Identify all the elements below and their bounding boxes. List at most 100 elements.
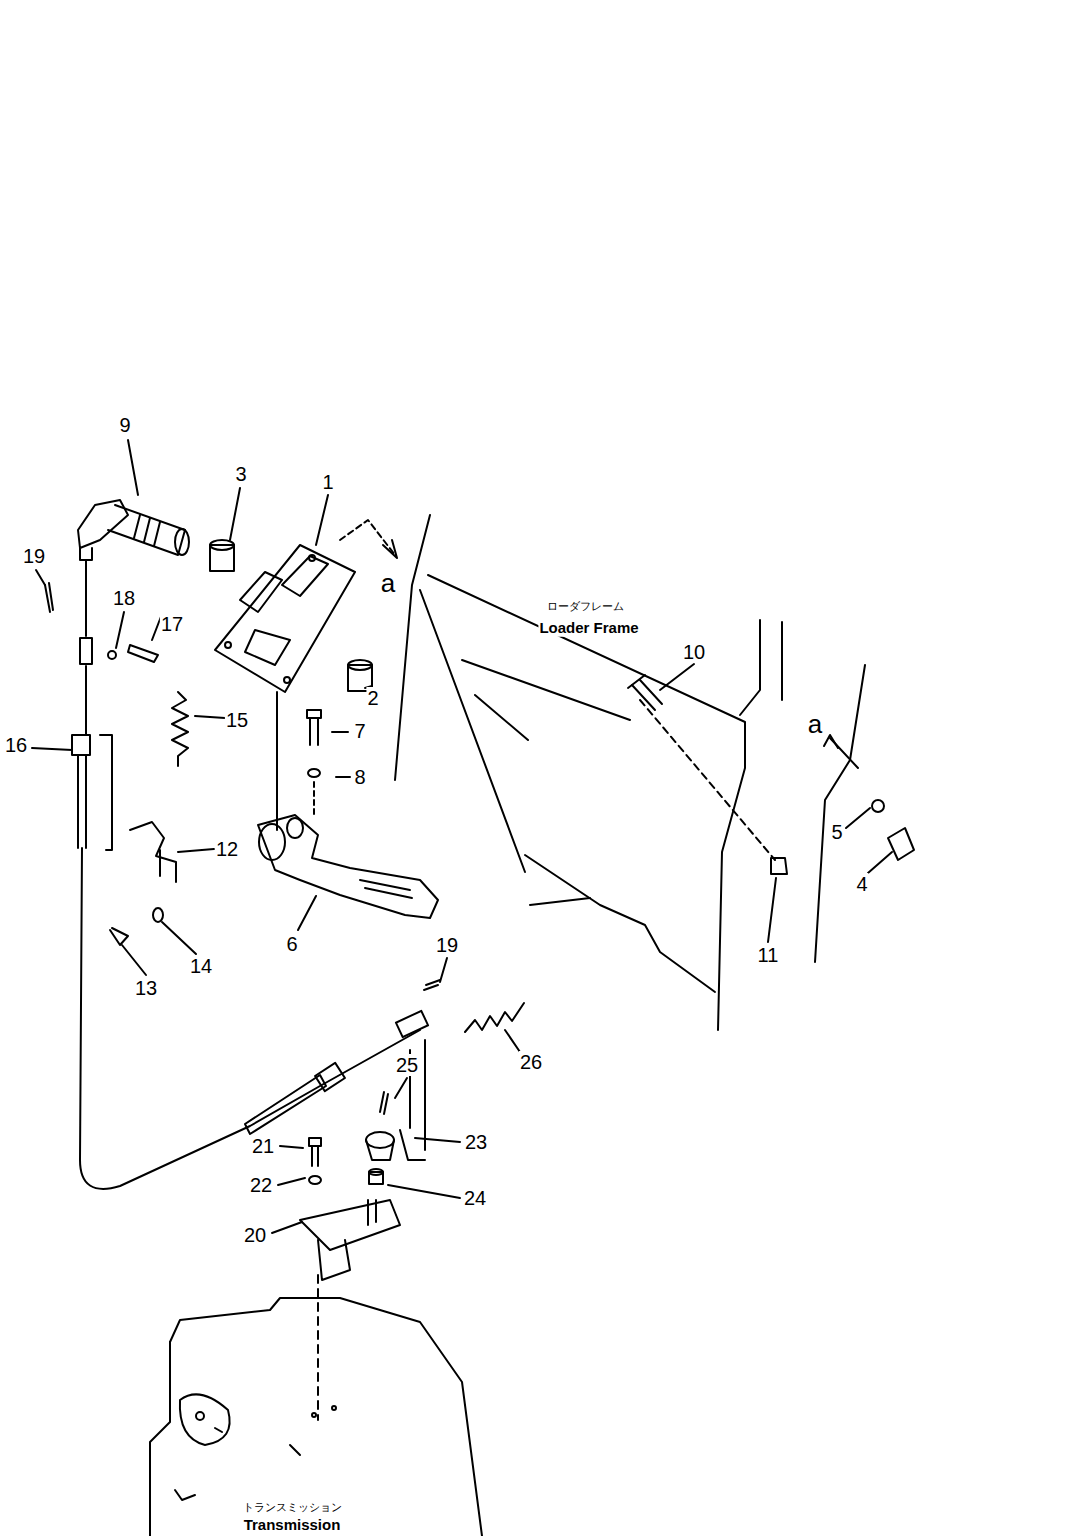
- callout-number: 2: [366, 687, 379, 709]
- pedal-bracket: [215, 545, 355, 692]
- lever-knob: [108, 505, 185, 555]
- mounting-bracket: [317, 1275, 319, 1420]
- callout-number: 17: [160, 613, 184, 635]
- callout-number: 5: [830, 821, 843, 843]
- leader-lines: [298, 896, 316, 930]
- callout-number: 8: [353, 766, 366, 788]
- linkage: [100, 735, 112, 850]
- leader-lines: [332, 731, 348, 733]
- loader-frame: [530, 898, 590, 905]
- linkage: [80, 848, 420, 1189]
- transmission: [196, 1412, 204, 1420]
- leader-lines: [128, 440, 138, 495]
- bushing: [210, 540, 234, 550]
- loader-frame: [740, 620, 760, 715]
- linkage: [85, 666, 87, 735]
- linkage: [78, 755, 86, 848]
- callout-number: 16: [4, 734, 28, 756]
- mounting-bracket: [309, 1176, 321, 1184]
- mounting-bracket: [309, 1138, 321, 1146]
- callout-number: 10: [682, 641, 706, 663]
- linkage: [45, 583, 420, 1189]
- linkage: [108, 651, 116, 659]
- loader-frame: [395, 515, 865, 1030]
- pedal-bracket: [284, 677, 290, 683]
- callout-number: 13: [134, 977, 158, 999]
- frame-fasteners: [771, 858, 787, 874]
- mounting-bracket: [300, 1200, 400, 1250]
- leader-lines: [280, 1146, 303, 1148]
- callout-number: 26: [519, 1051, 543, 1073]
- frame-fasteners: [872, 800, 884, 812]
- leader-lines: [278, 1178, 305, 1185]
- lever-knob: [175, 529, 189, 555]
- leader-lines: [178, 849, 214, 852]
- part-name: Loader Frame: [538, 620, 639, 637]
- linkage: [172, 692, 188, 766]
- mounting-bracket: [312, 1146, 318, 1166]
- cable-end: [400, 1130, 425, 1160]
- leader-lines: [116, 612, 124, 648]
- pedal-bracket: [215, 520, 397, 830]
- lever-knob: [134, 515, 160, 546]
- leader-lines: [868, 852, 892, 873]
- frame-fasteners: [632, 680, 662, 710]
- view-marker: a: [380, 569, 396, 598]
- part-name: トランスミッション: [242, 1501, 343, 1513]
- cable-end: [366, 1140, 394, 1160]
- pedal-bracket: [383, 540, 397, 558]
- pedal-bracket: [282, 556, 328, 596]
- bolt-washer: [310, 718, 318, 745]
- callout-number: 23: [464, 1131, 488, 1153]
- leader-lines: [36, 570, 45, 585]
- cable-end: [369, 1169, 383, 1175]
- loader-frame: [428, 575, 745, 1030]
- cable-end: [465, 1003, 524, 1032]
- loader-frame: [640, 700, 775, 860]
- view-marker: a: [807, 710, 823, 739]
- leader-lines: [768, 878, 776, 942]
- leader-lines: [505, 1030, 520, 1052]
- leader-lines: [395, 1078, 407, 1098]
- transmission: [312, 1413, 316, 1417]
- mounting-bracket: [368, 1200, 376, 1225]
- cable-end: [245, 1075, 326, 1134]
- callout-number: 25: [395, 1054, 419, 1076]
- linkage: [128, 645, 158, 662]
- transmission: [150, 1342, 170, 1536]
- pedal: [360, 880, 412, 898]
- frame-fasteners: [628, 675, 645, 688]
- loader-frame: [824, 735, 838, 748]
- callout-number: 24: [463, 1187, 487, 1209]
- pedal: [258, 815, 438, 918]
- leader-lines: [122, 945, 146, 975]
- leader-lines: [660, 664, 694, 690]
- callout-number: 12: [215, 838, 239, 860]
- pedal: [259, 824, 285, 860]
- leader-lines: [440, 958, 447, 982]
- loader-frame: [462, 660, 630, 720]
- pedal: [258, 815, 438, 918]
- linkage: [110, 928, 128, 945]
- lever-knob: [80, 548, 92, 560]
- bolt-washer: [307, 710, 321, 818]
- loader-frame: [781, 622, 783, 700]
- leader-lines: [316, 495, 328, 545]
- cable-end: [424, 980, 440, 990]
- callout-number: 3: [234, 463, 247, 485]
- transmission: [175, 1490, 195, 1500]
- loader-frame: [475, 695, 528, 740]
- callout-number: 20: [243, 1224, 267, 1246]
- linkage: [45, 583, 53, 612]
- callout-number: 19: [435, 934, 459, 956]
- cable-end: [366, 1132, 394, 1148]
- frame-fasteners: [888, 828, 914, 860]
- callout-number: 1: [321, 471, 334, 493]
- bolt-washer: [307, 710, 321, 718]
- callout-number: 4: [855, 873, 868, 895]
- leader-lines: [230, 488, 240, 540]
- leader-lines: [162, 922, 196, 954]
- cable-end: [315, 1063, 345, 1091]
